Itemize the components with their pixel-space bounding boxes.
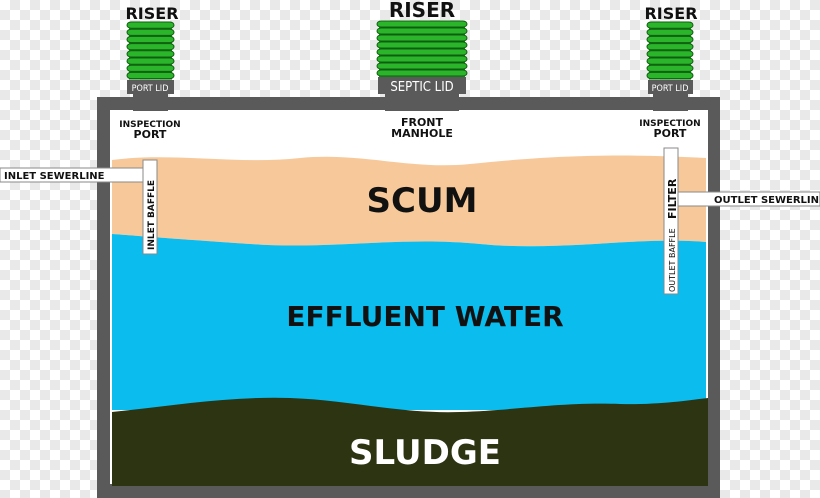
riser-ring <box>126 71 175 80</box>
inspection-port-left-line2: PORT <box>134 128 167 141</box>
riser-ring <box>646 43 694 51</box>
riser-left-coils <box>126 21 175 80</box>
riser-ring <box>646 35 694 44</box>
filter-label: FILTER <box>666 178 679 219</box>
riser-ring <box>126 64 175 72</box>
inlet-sewerline-label: INLET SEWERLINE <box>4 171 105 182</box>
septic-lid-collar <box>385 94 459 111</box>
riser-right-title: RISER <box>644 4 697 23</box>
riser-center-coils <box>376 20 468 77</box>
riser-ring <box>646 28 694 36</box>
riser-right-coils <box>646 21 694 80</box>
port-lid-left-collar <box>133 94 168 111</box>
riser-ring <box>126 57 175 65</box>
riser-left: RISER PORT LID INSPECTION PORT <box>119 4 180 141</box>
riser-ring <box>646 71 694 80</box>
septic-lid <box>378 77 466 94</box>
riser-ring <box>646 21 694 29</box>
riser-ring <box>126 21 175 29</box>
front-manhole-line2: MANHOLE <box>391 127 453 140</box>
sludge-label: SLUDGE <box>349 433 501 473</box>
port-lid-left <box>127 80 174 94</box>
riser-ring <box>376 48 468 56</box>
riser-ring <box>376 69 468 77</box>
inlet-baffle-label: INLET BAFFLE <box>147 180 157 250</box>
port-lid-right-label: PORT LID <box>652 84 689 94</box>
septic-lid-label: SEPTIC LID <box>390 80 453 95</box>
riser-left-title: RISER <box>125 4 178 23</box>
port-lid-right <box>648 80 693 94</box>
sludge-layer <box>112 397 708 486</box>
riser-center: RISER SEPTIC LID FRONT MANHOLE <box>376 0 468 140</box>
outlet-sewerline-label: OUTLET SEWERLINE <box>714 195 820 206</box>
inlet-baffle <box>142 159 158 255</box>
port-lid-left-label: PORT LID <box>132 84 169 94</box>
front-manhole-line1: FRONT <box>401 116 444 129</box>
effluent-label: EFFLUENT WATER <box>286 300 563 333</box>
outlet-sewerline-pipe <box>677 191 820 207</box>
riser-ring <box>646 57 694 65</box>
riser-ring <box>126 28 175 36</box>
effluent-layer <box>112 234 706 410</box>
riser-center-title: RISER <box>389 0 455 22</box>
riser-ring <box>376 34 468 42</box>
inspection-port-left-line1: INSPECTION <box>119 120 180 130</box>
riser-ring <box>376 41 468 49</box>
riser-ring <box>376 55 468 63</box>
riser-ring <box>126 43 175 51</box>
outlet-baffle-label: OUTLET BAFFLE <box>668 228 677 292</box>
outlet-baffle <box>663 147 679 295</box>
riser-ring <box>376 20 468 28</box>
port-lid-right-collar <box>653 94 688 111</box>
inspection-port-right-line1: INSPECTION <box>639 119 700 129</box>
scum-layer <box>112 155 706 247</box>
riser-right: RISER PORT LID INSPECTION PORT <box>639 4 700 140</box>
riser-ring <box>646 64 694 72</box>
riser-ring <box>376 27 468 35</box>
riser-ring <box>126 35 175 44</box>
riser-ring <box>376 62 468 70</box>
scum-label: SCUM <box>367 181 478 221</box>
inspection-port-right-line2: PORT <box>654 127 687 140</box>
tank-base <box>97 484 720 498</box>
riser-ring <box>126 50 175 58</box>
riser-ring <box>646 50 694 58</box>
